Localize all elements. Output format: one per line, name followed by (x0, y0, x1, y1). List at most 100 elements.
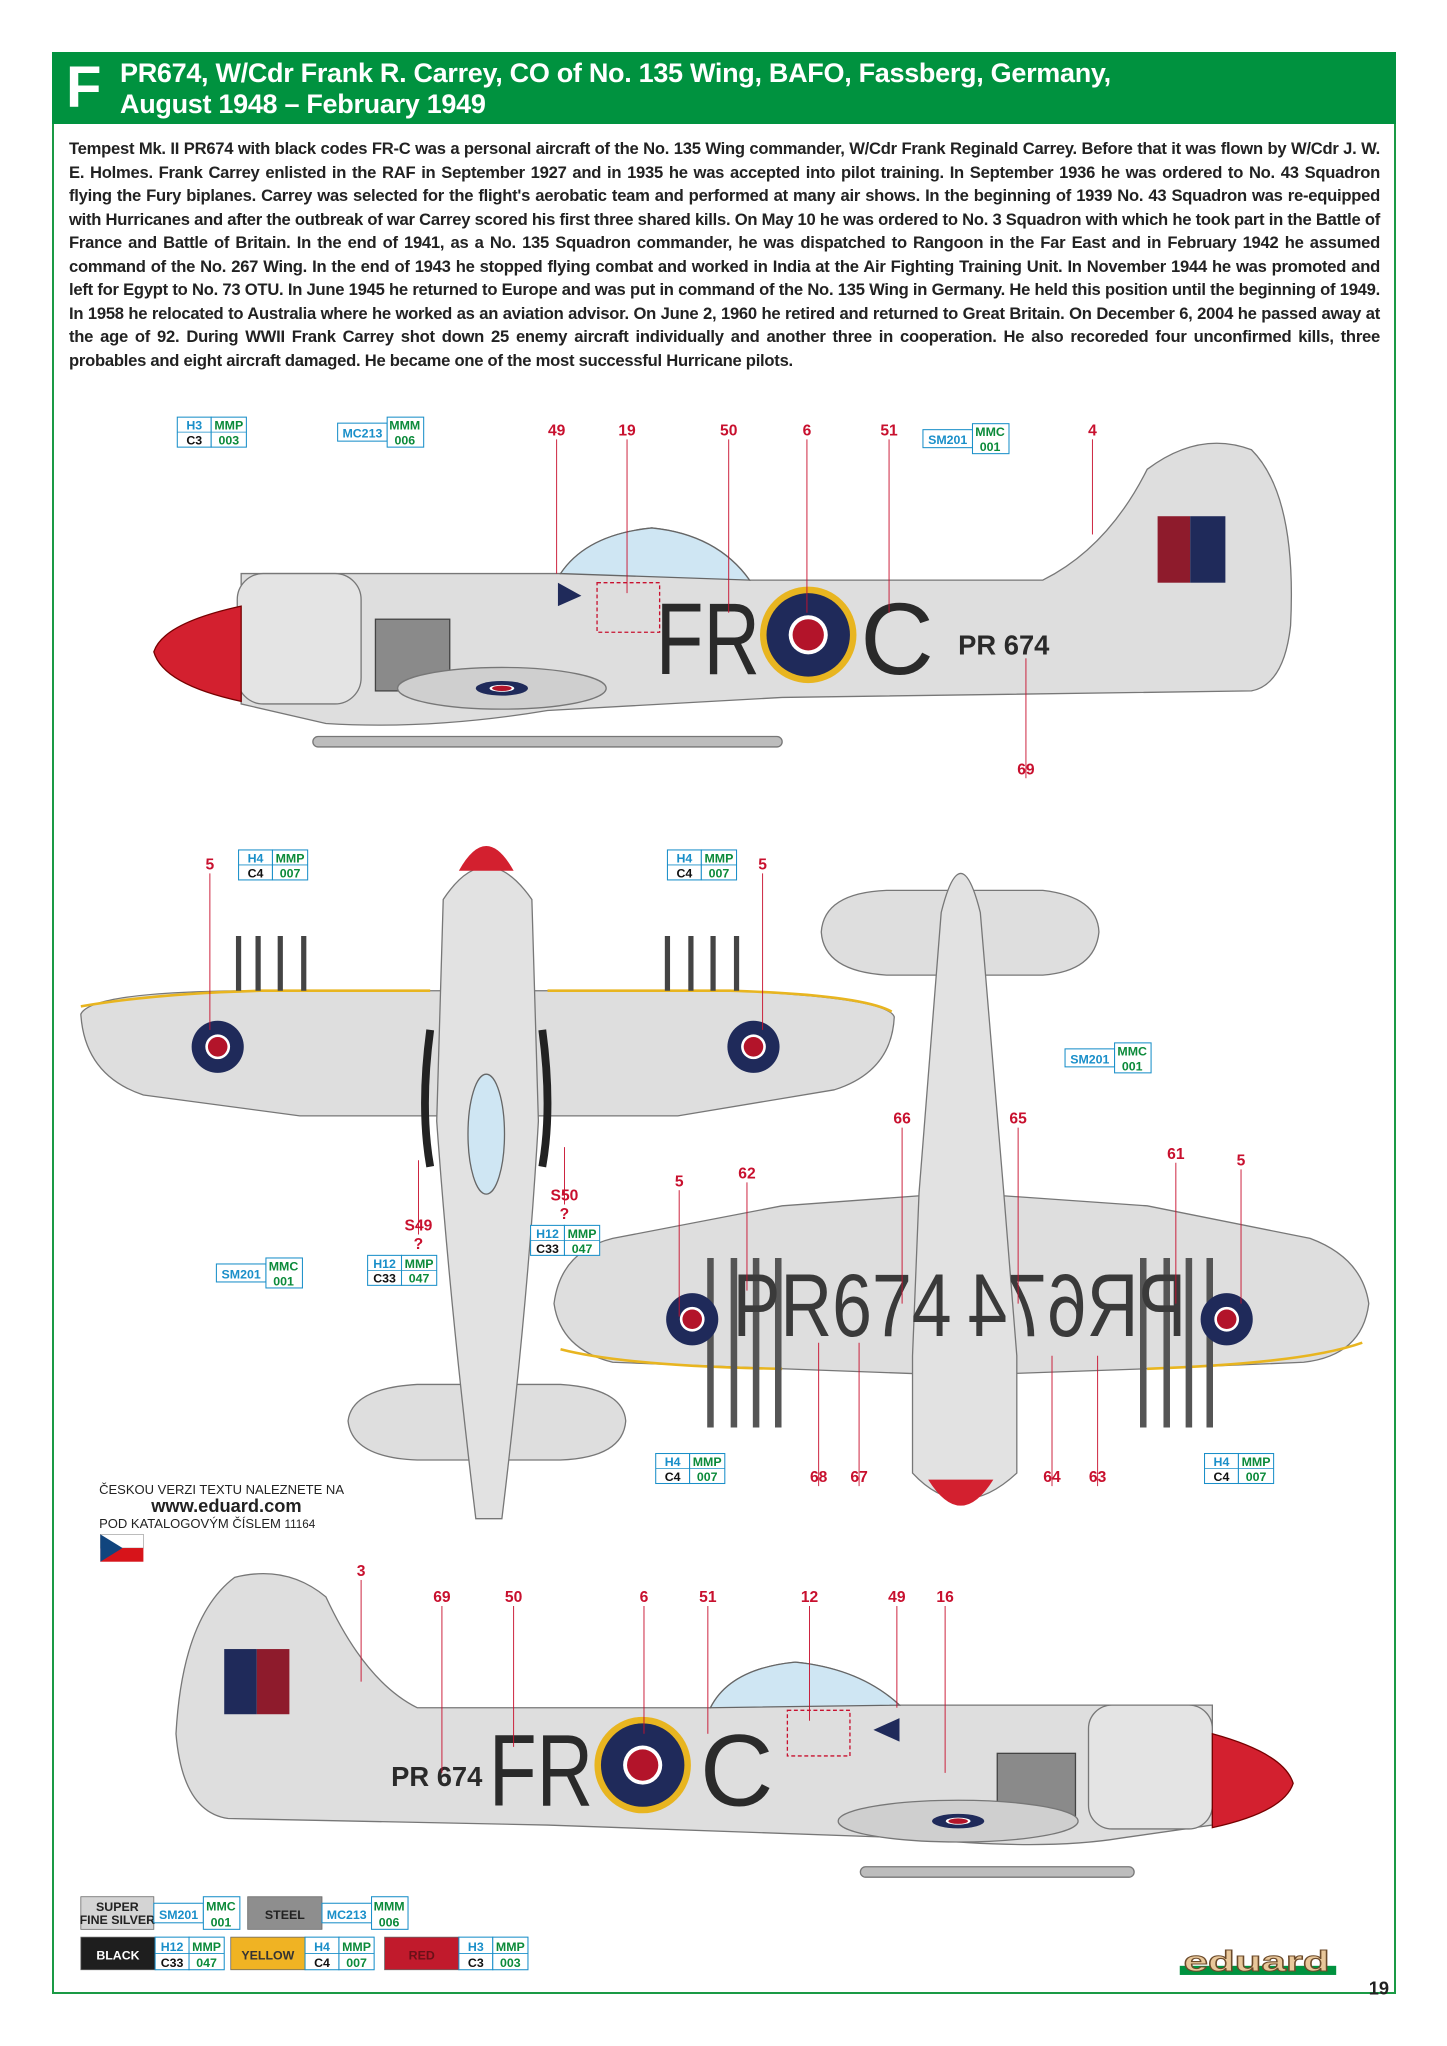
callout-number: 51 (880, 422, 898, 439)
svg-text:C4: C4 (248, 866, 264, 880)
svg-text:MMP: MMP (342, 1940, 371, 1954)
callout-number: 50 (505, 1589, 523, 1606)
svg-text:001: 001 (211, 1916, 232, 1930)
svg-text:047: 047 (572, 1242, 593, 1256)
svg-text:H4: H4 (248, 851, 264, 865)
svg-text:YELLOW: YELLOW (241, 1948, 294, 1962)
profile-letter: F (66, 55, 102, 120)
svg-text:MC213: MC213 (342, 427, 382, 441)
callout-number: 49 (548, 422, 566, 439)
svg-text:007: 007 (1246, 1470, 1267, 1484)
callout-number: 50 (720, 422, 738, 439)
svg-text:007: 007 (697, 1470, 718, 1484)
legend-swatch-red: RED (384, 1936, 460, 1971)
svg-text:MC213: MC213 (327, 1908, 367, 1922)
svg-text:H12: H12 (161, 1940, 184, 1954)
svg-text:MMM: MMM (389, 419, 420, 433)
svg-text:MMP: MMP (192, 1940, 221, 1954)
callout-number: 61 (1167, 1146, 1185, 1163)
svg-text:C4: C4 (314, 1956, 330, 1970)
eduard-logo: eduard (1179, 1946, 1337, 1979)
svg-text:MMC: MMC (206, 1899, 236, 1913)
callout-number: 5 (675, 1173, 684, 1190)
callout-number: S49 (405, 1218, 433, 1235)
svg-text:MMC: MMC (269, 1259, 299, 1273)
fin-flash-blue (1190, 516, 1226, 583)
svg-text:C4: C4 (665, 1470, 681, 1484)
svg-text:FINE SILVER: FINE SILVER (80, 1913, 155, 1927)
top-view (80, 846, 895, 1520)
underside-serial: PR674 (733, 1256, 952, 1355)
svg-text:H3: H3 (186, 419, 202, 433)
svg-text:003: 003 (500, 1956, 521, 1970)
callout-number: 5 (206, 857, 215, 874)
svg-text:H4: H4 (314, 1940, 330, 1954)
svg-text:SM201: SM201 (1070, 1052, 1109, 1066)
svg-text:RED: RED (409, 1948, 435, 1962)
svg-text:007: 007 (280, 866, 301, 880)
svg-text:C33: C33 (161, 1956, 184, 1970)
svg-text:BLACK: BLACK (96, 1948, 139, 1962)
callout-number: 19 (618, 422, 636, 439)
callout-number: 3 (357, 1563, 366, 1580)
code-right-right-side: C (700, 1713, 773, 1827)
svg-text:047: 047 (196, 1956, 217, 1970)
profile-title: PR674, W/Cdr Frank R. Carrey, CO of No. … (120, 58, 1111, 120)
history-text: Tempest Mk. II PR674 with black codes FR… (69, 139, 1380, 370)
svg-text:eduard: eduard (1184, 1946, 1330, 1978)
callout-number: 6 (640, 1589, 649, 1606)
svg-text:006: 006 (379, 1916, 400, 1930)
svg-text:MMP: MMP (276, 851, 305, 865)
callout-number: 5 (758, 857, 767, 874)
page-number: 19 (1369, 1978, 1389, 1999)
svg-text:MMC: MMC (975, 425, 1005, 439)
paint-code: SM201 MMC 001 (153, 1896, 241, 1930)
underside-serial-mirrored: PR674 (967, 1256, 1186, 1355)
legend-swatch-yellow: YELLOW (230, 1936, 306, 1971)
callout-number: 5 (1237, 1152, 1246, 1169)
svg-text:H4: H4 (1214, 1455, 1230, 1469)
callout-number: 68 (810, 1469, 828, 1486)
svg-text:H12: H12 (373, 1257, 396, 1271)
czech-url: www.eduard.com (150, 1495, 301, 1516)
canopy (559, 527, 751, 581)
svg-text:C33: C33 (536, 1242, 559, 1256)
callout-number: 69 (433, 1589, 451, 1606)
svg-text:001: 001 (1122, 1059, 1143, 1073)
svg-text:SM201: SM201 (159, 1908, 198, 1922)
svg-text:H3: H3 (468, 1940, 484, 1954)
svg-text:MMP: MMP (568, 1227, 597, 1241)
callout-number: 6 (803, 422, 812, 439)
svg-text:SM201: SM201 (222, 1267, 261, 1281)
callout-number: 4 (1088, 422, 1097, 439)
callout-number: 16 (936, 1589, 954, 1606)
callout-number: 64 (1043, 1469, 1061, 1486)
callout-number: 12 (801, 1589, 819, 1606)
svg-text:MMP: MMP (693, 1455, 722, 1469)
callout-number: ? (560, 1206, 570, 1223)
czech-flag (100, 1534, 144, 1562)
legend-swatch-steel: STEEL (247, 1896, 323, 1930)
svg-text:SUPER: SUPER (96, 1900, 139, 1914)
svg-text:007: 007 (709, 866, 730, 880)
serial-right-side: PR 674 (391, 1761, 483, 1792)
fuselage-roundel (760, 586, 857, 684)
svg-text:MMC: MMC (1117, 1044, 1147, 1058)
callout-number: 62 (738, 1165, 756, 1182)
svg-text:SM201: SM201 (928, 433, 967, 447)
